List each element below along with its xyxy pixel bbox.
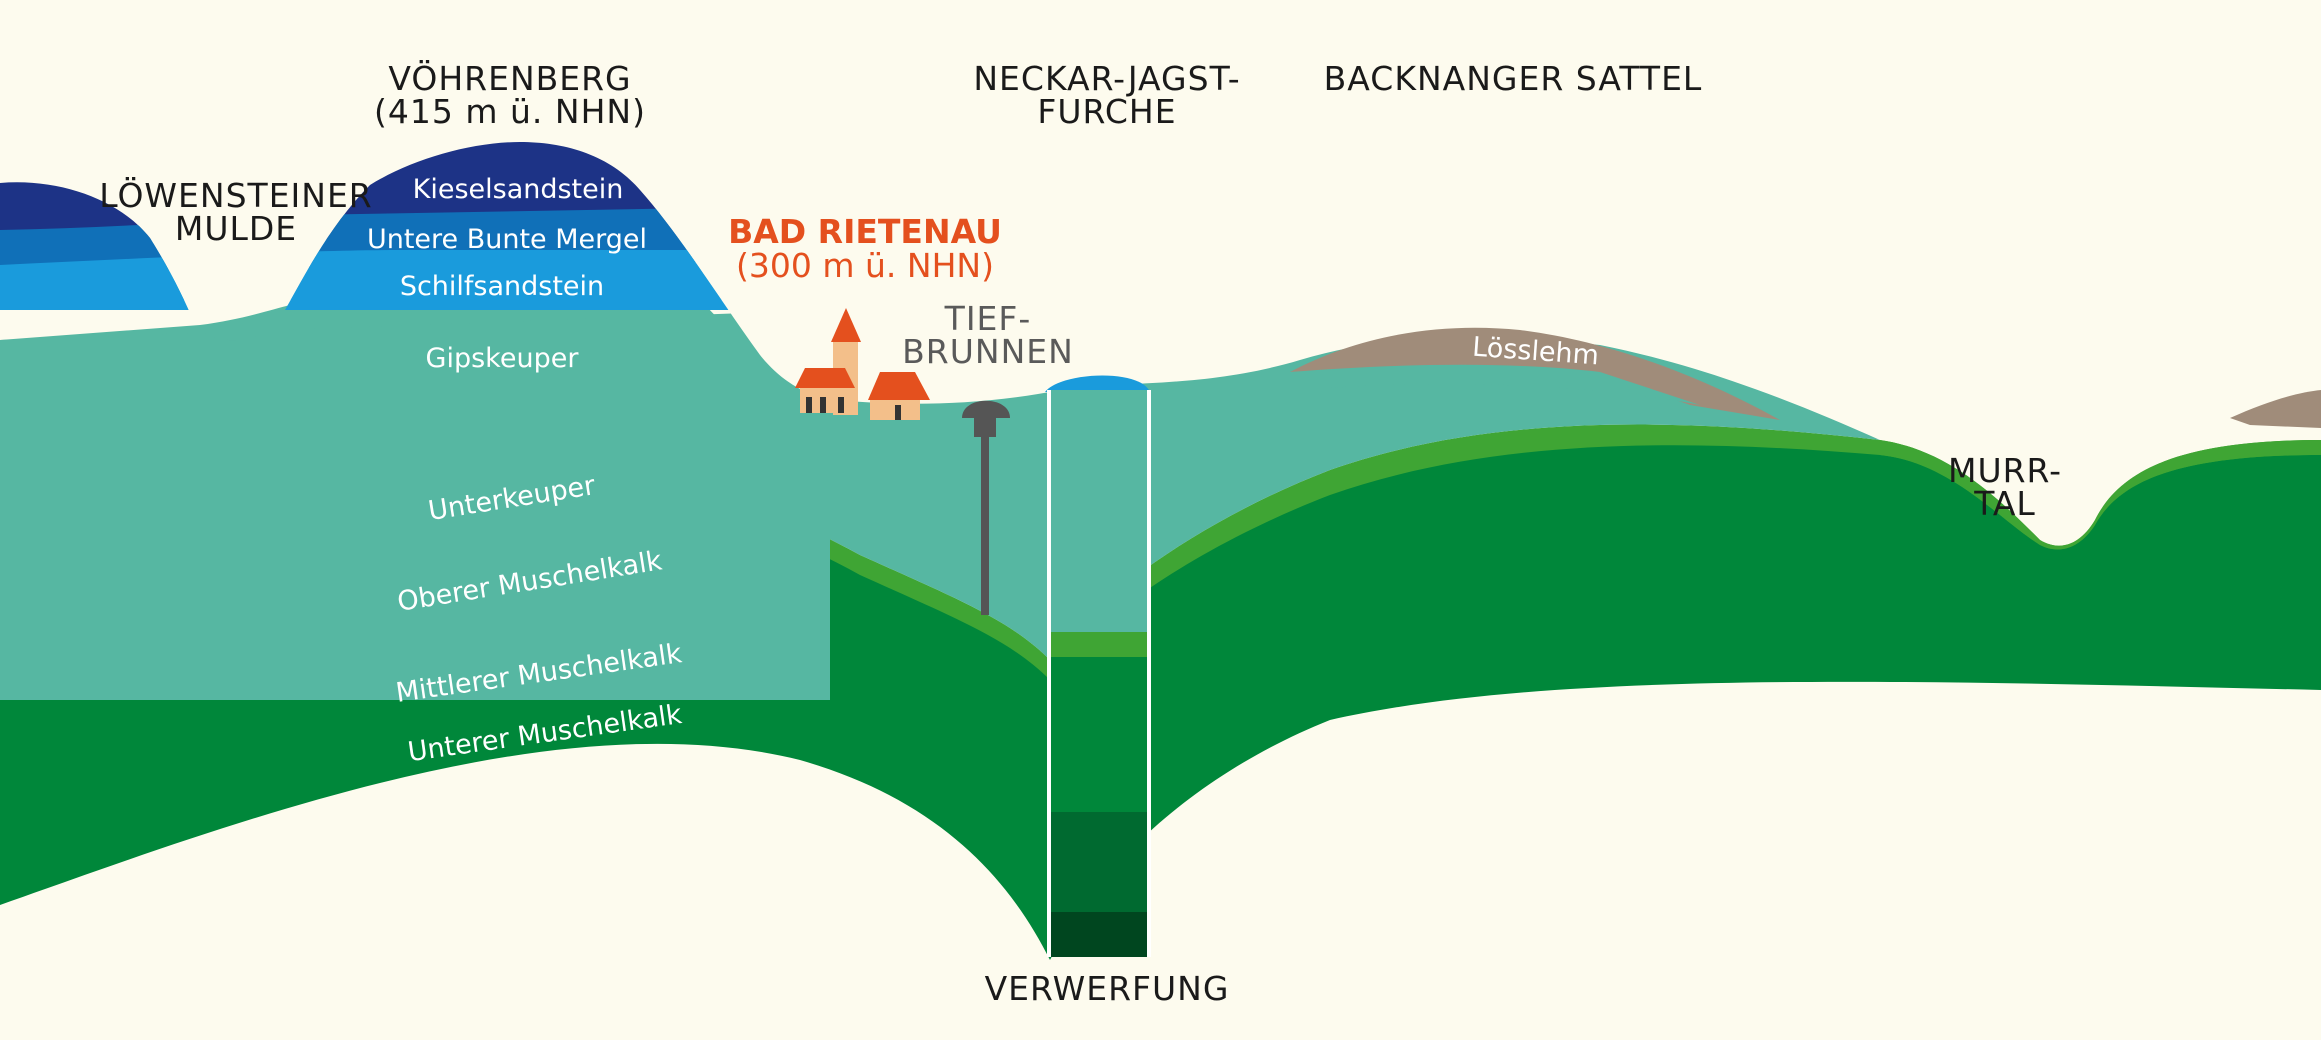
murrtal-valley xyxy=(1880,440,2321,550)
label-schilfsandstein: Schilfsandstein xyxy=(400,271,604,302)
label-voehrenberg-height: (415 m ü. NHN) xyxy=(374,92,646,131)
label-bad-rietenau-height: (300 m ü. NHN) xyxy=(736,246,994,285)
label-furche: FURCHE xyxy=(1037,92,1176,131)
verwerfung-column xyxy=(1047,390,1151,957)
label-bad-rietenau: BAD RIETENAU xyxy=(728,212,1002,251)
label-tief: TIEF- xyxy=(944,299,1032,338)
layer-loesslehm xyxy=(1290,327,1780,420)
label-brunnen: BRUNNEN xyxy=(902,332,1074,371)
tiefbrunnen-icon xyxy=(962,400,1010,615)
dome-cap xyxy=(1045,375,1150,392)
label-backnanger-sattel: BACKNANGER SATTEL xyxy=(1324,59,1703,98)
label-mulde: MULDE xyxy=(175,209,297,248)
label-kieselsandstein: Kieselsandstein xyxy=(413,174,624,205)
label-neckar: NECKAR-JAGST- xyxy=(973,59,1240,98)
label-tal: TAL xyxy=(1973,484,2036,523)
label-gipskeuper: Gipskeuper xyxy=(426,343,580,374)
label-untere-bunte-mergel: Untere Bunte Mergel xyxy=(367,224,647,255)
label-verwerfung: VERWERFUNG xyxy=(985,969,1230,1008)
town-icon xyxy=(795,308,930,420)
label-voehrenberg: VÖHRENBERG xyxy=(388,58,631,98)
label-loewensteiner: LÖWENSTEINER xyxy=(99,175,373,215)
label-murr: MURR- xyxy=(1948,451,2062,490)
